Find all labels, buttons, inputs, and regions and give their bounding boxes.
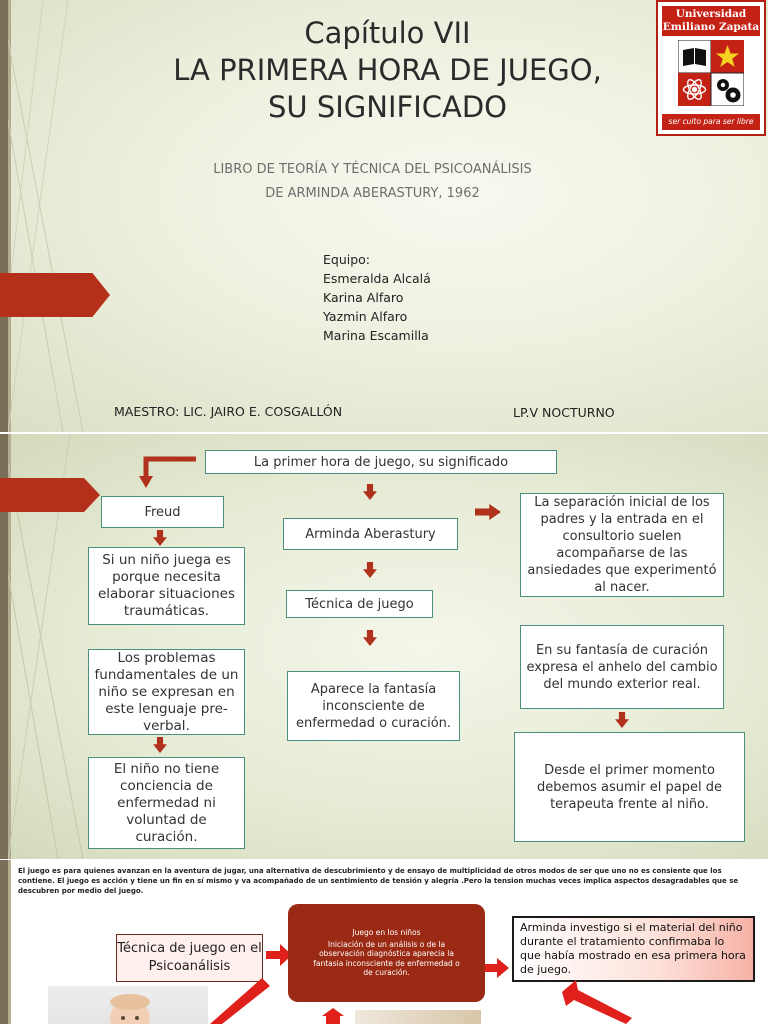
diagram-header-box: La primer hora de juego, su significado — [205, 450, 557, 474]
arrow-down — [363, 630, 377, 646]
diagonal-arrow — [210, 978, 270, 1024]
arrow-down — [615, 712, 629, 728]
slide-left-edge — [0, 0, 11, 432]
baby-photo — [48, 986, 208, 1024]
arminda-investigo-box: Arminda investigo si el material del niñ… — [512, 916, 755, 982]
slide-left-edge — [0, 434, 11, 859]
image-fragment — [355, 1010, 481, 1024]
team-label: Equipo: — [323, 252, 371, 267]
team-member: Marina Escamilla — [323, 328, 429, 343]
baby-icon — [110, 994, 150, 1024]
team-member: Karina Alfaro — [323, 290, 404, 305]
freud-point-3: El niño no tiene conciencia de enfermeda… — [88, 757, 245, 849]
fantasia-box: Aparece la fantasía inconsciente de enfe… — [287, 671, 460, 741]
slide-title-line1: LA PRIMERA HORA DE JUEGO, — [173, 53, 602, 87]
separacion-box: La separación inicial de los padres y la… — [520, 493, 724, 597]
arrow-down — [363, 562, 377, 578]
juego-body: Iniciación de un análisis o de la observ… — [313, 939, 460, 978]
decorative-lines — [8, 0, 84, 432]
freud-box: Freud — [101, 496, 224, 528]
tecnica-box: Técnica de juego — [286, 590, 433, 618]
gears-icon — [717, 79, 741, 103]
terapeuta-box: Desde el primer momento debemos asumir e… — [514, 732, 745, 842]
arrow-up — [322, 1008, 344, 1024]
arrow-right — [475, 504, 501, 520]
shift-label: LP.V NOCTURNO — [513, 405, 615, 420]
logo-header: Universidad Emiliano Zapata — [662, 6, 760, 36]
teacher-label: MAESTRO: LIC. JAIRO E. COSGALLÓN — [114, 404, 343, 419]
juego-paragraph: El juego es para quienes avanzan en la a… — [18, 867, 739, 895]
slide-title-line2: SU SIGNIFICADO — [267, 90, 507, 124]
subtitle-line2: DE ARMINDA ABERASTURY, 1962 — [265, 186, 480, 201]
team-member: Esmeralda Alcalá — [323, 271, 431, 286]
arrow-down — [153, 530, 167, 546]
red-ribbon — [0, 273, 110, 317]
slide-left-edge — [0, 860, 11, 1024]
arrow-right — [266, 944, 292, 966]
university-logo: Universidad Emiliano Zapata — [656, 0, 766, 136]
juego-ninos-box: Juego en los niños Iniciación de un anál… — [288, 904, 485, 1002]
team-list: Equipo: Esmeralda Alcalá Karina Alfaro Y… — [323, 250, 431, 345]
curacion-box: En su fantasía de curación expresa el an… — [520, 625, 724, 709]
team-member: Yazmin Alfaro — [323, 309, 408, 324]
freud-point-2: Los problemas fundamentales de un niño s… — [88, 649, 245, 735]
arminda-box: Arminda Aberastury — [283, 518, 458, 550]
elbow-arrow — [139, 456, 196, 488]
subtitle-line1: LIBRO DE TEORÍA Y TÉCNICA DEL PSICOANÁLI… — [213, 162, 532, 177]
book-icon — [683, 48, 706, 66]
red-ribbon — [0, 478, 100, 512]
logo-tagline: ser culto para ser libre — [662, 114, 760, 130]
tecnica-psicoanalisis-box: Técnica de juego en el Psicoanálisis — [116, 934, 263, 982]
logo-emblem — [678, 40, 744, 106]
diagonal-arrow — [562, 980, 632, 1024]
arrow-down — [153, 737, 167, 753]
arrow-down — [363, 484, 377, 500]
title-slide: Capítulo VII LA PRIMERA HORA DE JUEGO, S… — [0, 0, 768, 432]
freud-point-1: Si un niño juega es porque necesita elab… — [88, 547, 245, 625]
chapter-title: Capítulo VII — [304, 16, 471, 50]
star-icon — [716, 45, 739, 67]
summary-slide: El juego es para quienes avanzan en la a… — [0, 860, 768, 1024]
arrow-right — [485, 958, 509, 978]
juego-title: Juego en los niños — [352, 928, 421, 938]
atom-icon — [682, 79, 707, 100]
diagram-slide: La primer hora de juego, su significado … — [0, 434, 768, 859]
